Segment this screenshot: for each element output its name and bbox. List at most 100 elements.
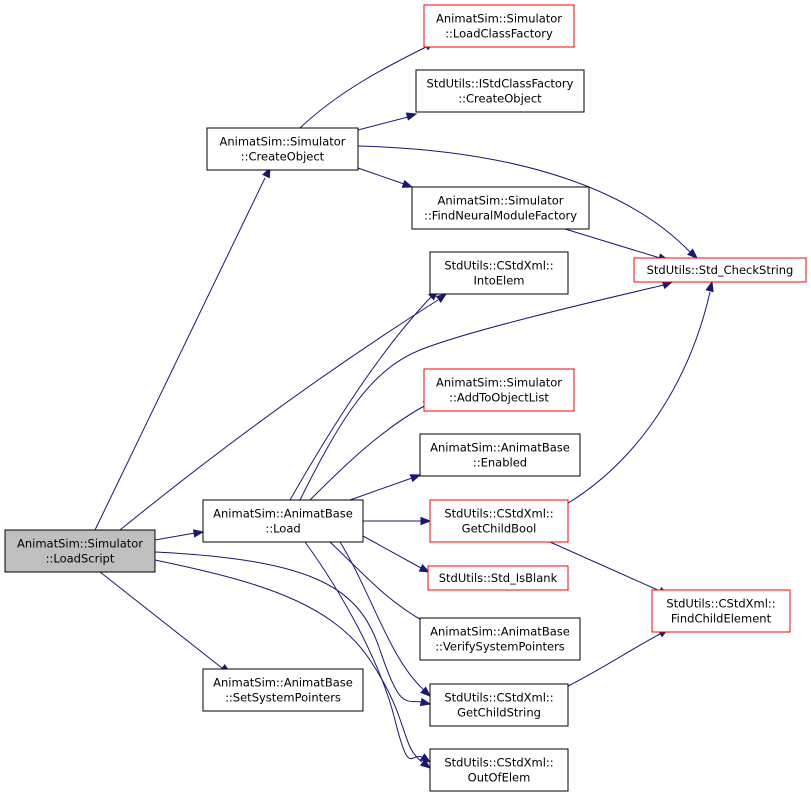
edge-loadscript-to-getchildstring [154,551,432,707]
node-outofelem[interactable]: StdUtils::CStdXml::OutOfElem [429,748,569,792]
edge-createobject_sim-to-findneural [357,167,414,188]
node-label: StdUtils::CStdXml:: [444,259,553,273]
edge-line [329,541,426,623]
node-box [419,433,581,477]
node-findneural[interactable]: AnimatSim::Simulator::FindNeuralModuleFa… [411,186,590,230]
edge-line [99,571,223,669]
node-label: AnimatSim::AnimatBase [430,441,570,455]
node-label: AnimatSim::AnimatBase [213,507,353,521]
node-box [202,499,364,543]
edge-line [299,46,427,129]
edge-loadscript-to-createobject_sim [94,166,271,531]
edge-line [349,477,413,501]
node-label: StdUtils::Std_CheckString [647,263,794,277]
edge-base_load-to-outofelem [304,541,432,763]
call-graph-nodes: AnimatSim::Simulator::LoadScriptAnimatSi… [4,4,807,792]
edge-line [357,145,691,253]
node-label: AnimatSim::AnimatBase [430,625,570,639]
arrowhead-icon [420,686,432,697]
node-box [411,186,590,230]
node-label: GetChildString [457,706,541,720]
node-intoelem[interactable]: StdUtils::CStdXml::IntoElem [429,251,569,295]
edge-line [564,228,661,259]
node-label: AnimatSim::AnimatBase [213,676,353,690]
node-label: ::AddToObjectList [449,391,549,405]
node-label: StdUtils::CStdXml:: [666,597,775,611]
node-label: StdUtils::CStdXml:: [444,691,553,705]
node-loadclassfactory[interactable]: AnimatSim::Simulator::LoadClassFactory [423,4,575,48]
node-box [429,683,569,727]
node-box [429,748,569,792]
node-label: IntoElem [474,274,525,288]
node-enabled[interactable]: AnimatSim::AnimatBase::Enabled [419,433,581,477]
edge-base_load-to-enabled [349,474,422,501]
node-loadscript: AnimatSim::Simulator::LoadScript [4,529,156,573]
arrowhead-icon [687,248,699,259]
arrowhead-icon [419,697,432,707]
edge-line [289,295,433,501]
call-graph-edges [94,41,714,769]
node-getchildbool[interactable]: StdUtils::CStdXml::GetChildBool [429,499,569,543]
edge-line [94,177,266,531]
edge-createobject_sim-to-std_checkstring [357,145,699,259]
node-label: ::LoadScript [46,552,115,566]
node-std_isblank[interactable]: StdUtils::Std_IsBlank [427,565,569,591]
arrowhead-icon [420,516,432,526]
edge-base_load-to-getchildstring [339,541,432,697]
node-istd_createobject[interactable]: StdUtils::IStdClassFactory::CreateObject [415,69,585,113]
edge-line [154,532,196,541]
edge-line [357,116,409,131]
node-label: ::Load [265,522,300,536]
node-label: AnimatSim::Simulator [437,194,563,208]
edge-line [154,551,423,703]
node-box [415,69,585,113]
node-label: ::SetSystemPointers [225,691,341,705]
node-box [429,251,569,295]
node-std_checkstring[interactable]: StdUtils::Std_CheckString [633,257,807,283]
node-label: ::FindNeuralModuleFactory [424,209,577,223]
edge-line [154,559,423,763]
node-box [202,668,364,712]
node-box [423,368,575,412]
edge-getchildbool-to-std_checkstring [564,280,714,506]
node-label: ::LoadClassFactory [445,27,553,41]
edge-line [567,633,661,687]
node-addtoobjectlist[interactable]: AnimatSim::Simulator::AddToObjectList [423,368,575,412]
node-base_load[interactable]: AnimatSim::AnimatBase::Load [202,499,364,543]
node-label: StdUtils::CStdXml:: [444,507,553,521]
node-label: AnimatSim::Simulator [219,135,345,149]
edge-base_load-to-addtoobjectlist [309,399,435,501]
node-createobject_sim[interactable]: AnimatSim::Simulator::CreateObject [206,127,359,171]
node-label: AnimatSim::Simulator [436,12,562,26]
node-box [429,499,569,543]
arrowhead-icon [705,280,714,293]
arrowhead-icon [419,753,432,763]
node-label: AnimatSim::Simulator [17,537,143,551]
edge-line [299,284,665,501]
edge-base_load-to-std_isblank [362,535,431,573]
node-verifysystempointers[interactable]: AnimatSim::AnimatBase::VerifySystemPoint… [419,617,581,661]
node-label: ::CreateObject [458,92,542,106]
node-label: OutOfElem [468,771,531,785]
node-label: ::CreateObject [241,150,325,164]
node-findchildelement[interactable]: StdUtils::CStdXml::FindChildElement [651,589,791,633]
node-setsystempointers[interactable]: AnimatSim::AnimatBase::SetSystemPointers [202,668,364,712]
edge-base_load-to-getchildbool [363,516,432,526]
node-getchildstring[interactable]: StdUtils::CStdXml::GetChildString [429,683,569,727]
node-box [206,127,359,171]
arrowhead-icon [418,563,431,573]
edge-line [549,541,661,592]
edge-line [357,167,405,185]
edge-base_load-to-verifysystempointers [329,541,434,627]
arrowhead-icon [401,179,414,188]
node-box [633,257,807,283]
arrowhead-icon [435,293,448,303]
node-label: AnimatSim::Simulator [436,376,562,390]
node-label: StdUtils::Std_IsBlank [439,571,558,585]
arrowhead-icon [419,758,432,769]
node-label: FindChildElement [671,612,772,626]
arrowhead-icon [192,529,205,538]
edge-line [309,404,427,501]
node-label: ::VerifySystemPointers [435,640,565,654]
